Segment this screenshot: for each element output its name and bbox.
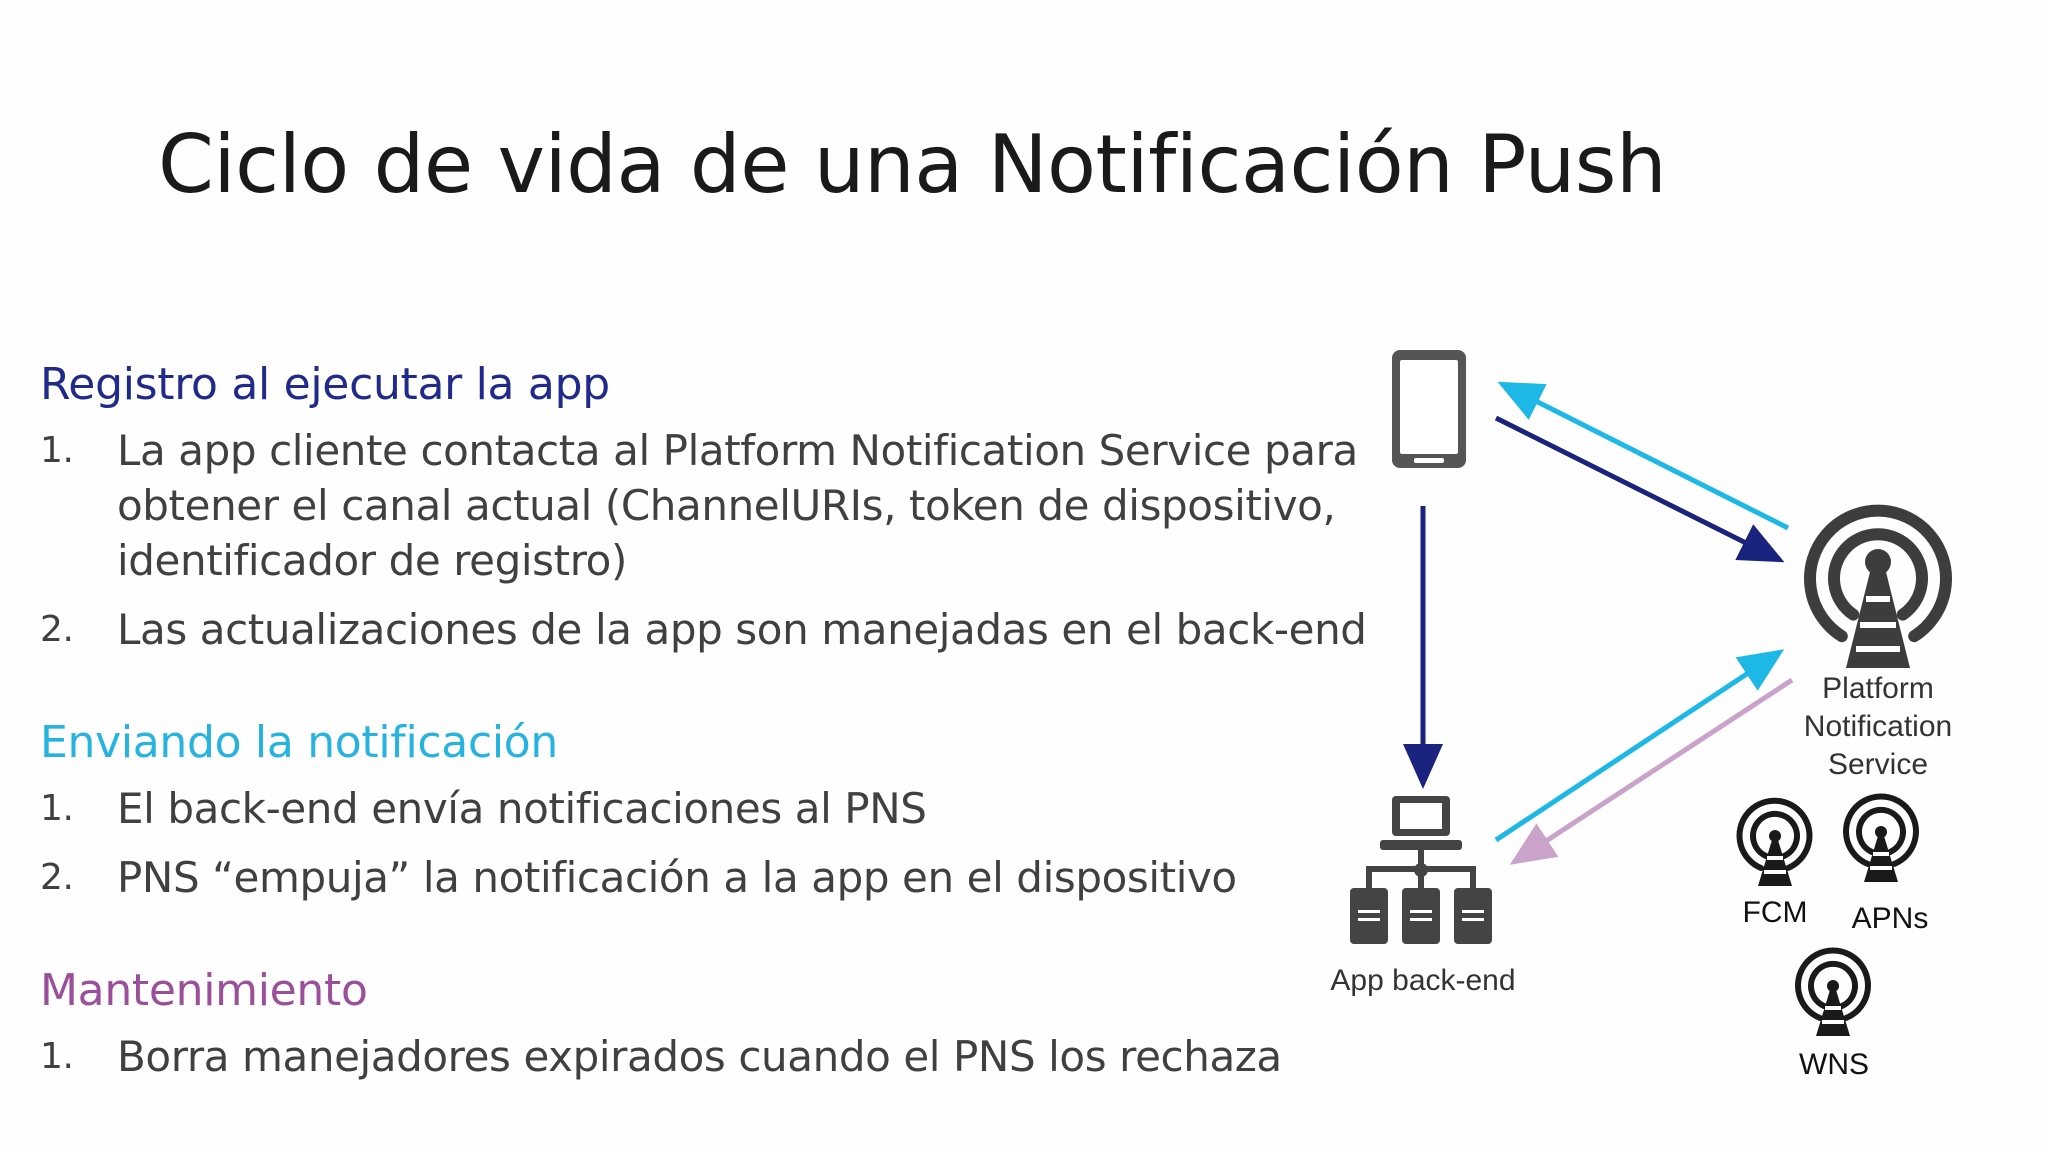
list-number: 1.	[40, 1036, 74, 1077]
list-number: 1.	[40, 788, 74, 829]
list-number: 2.	[40, 609, 74, 650]
fcm-label: FCM	[1742, 896, 1808, 929]
arrow-backend-to-pns	[1494, 649, 1785, 843]
section-heading-mantenimiento: Mantenimiento	[40, 965, 368, 1016]
list-text: PNS “empuja” la notificación a la app en…	[117, 853, 1237, 902]
wns-tower-icon	[1795, 947, 1871, 1036]
list-text: El back-end envía notificaciones al PNS	[117, 784, 927, 833]
section-heading-registro: Registro al ejecutar la app	[40, 359, 610, 410]
slide-title: Ciclo de vida de una Notificación Push	[158, 118, 1667, 211]
list-text: La app cliente contacta al Platform Noti…	[117, 426, 1358, 585]
backend-label: App back-end	[1330, 964, 1516, 997]
server-network-icon	[1350, 796, 1492, 944]
pns-label-line: Notification	[1803, 710, 1953, 743]
arrows	[1403, 381, 1794, 865]
phone-icon	[1392, 350, 1466, 468]
list-item: 2. Las actualizaciones de la app son man…	[40, 602, 1370, 657]
arrow-pns-to-backend	[1509, 677, 1794, 865]
list-text: Las actualizaciones de la app son maneja…	[117, 605, 1367, 654]
fcm-tower-icon	[1736, 797, 1813, 886]
list-text: Borra manejadores expirados cuando el PN…	[117, 1032, 1282, 1081]
list-item: 1. El back-end envía notificaciones al P…	[40, 781, 1370, 836]
list-item: 1. La app cliente contacta al Platform N…	[40, 423, 1370, 588]
list-item: 1. Borra manejadores expirados cuando el…	[40, 1029, 1370, 1084]
section-heading-enviando: Enviando la notificación	[40, 717, 558, 768]
pns-label-line: Platform	[1822, 672, 1934, 705]
pns-label-line: Service	[1827, 748, 1929, 781]
apns-label: APNs	[1851, 902, 1929, 935]
arrow-pns-to-phone	[1497, 381, 1790, 531]
list-number: 2.	[40, 857, 74, 898]
arrow-phone-to-pns	[1494, 415, 1785, 563]
wns-label: WNS	[1799, 1048, 1869, 1081]
slide-body: Registro al ejecutar la app 1. La app cl…	[40, 355, 1370, 1084]
list-item: 2. PNS “empuja” la notificación a la app…	[40, 850, 1370, 905]
pns-label: Platform Notification Service	[1773, 670, 1983, 784]
list-number: 1.	[40, 430, 74, 471]
broadcast-tower-icon	[1804, 504, 1952, 668]
apns-tower-icon	[1843, 793, 1919, 882]
